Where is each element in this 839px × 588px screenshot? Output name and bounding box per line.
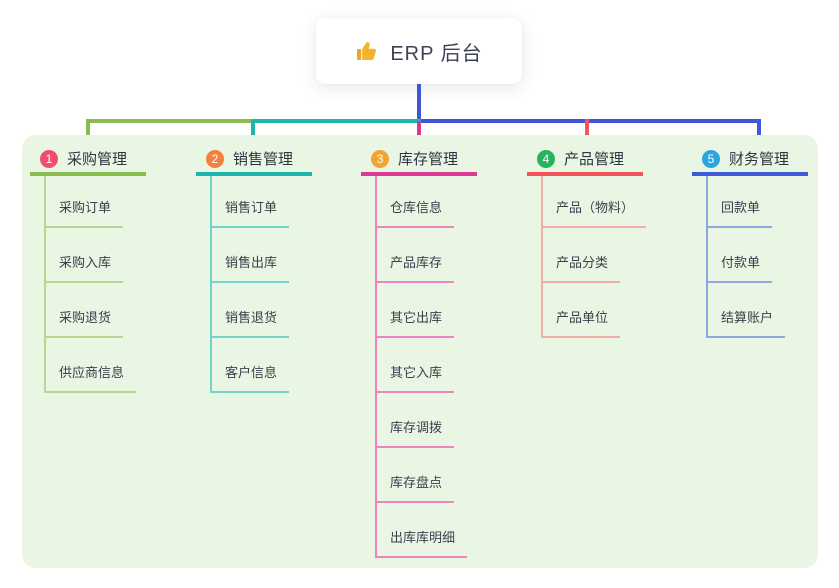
child-node[interactable]: 库存调拨 (377, 393, 467, 448)
branch-product: 4 产品管理 产品（物料） 产品分类 产品单位 (527, 145, 679, 338)
child-node[interactable]: 采购订单 (46, 176, 136, 228)
connector-horizontal-green (86, 119, 251, 123)
child-node[interactable]: 销售退货 (212, 283, 290, 338)
child-node[interactable]: 产品库存 (377, 228, 467, 283)
child-node[interactable]: 其它入库 (377, 338, 467, 393)
child-node[interactable]: 供应商信息 (46, 338, 137, 393)
branch-finance: 5 财务管理 回款单 付款单 结算账户 (692, 145, 839, 338)
child-node-label: 仓库信息 (377, 197, 455, 228)
branch-sales-children: 销售订单 销售出库 销售退货 客户信息 (210, 176, 290, 393)
child-node[interactable]: 结算账户 (708, 283, 786, 338)
child-node[interactable]: 其它出库 (377, 283, 467, 338)
branch-title-label: 产品管理 (564, 151, 625, 168)
child-node-label: 采购订单 (46, 197, 124, 228)
branch-number-badge: 2 (206, 149, 224, 168)
thumbs-up-icon (355, 39, 379, 63)
child-node[interactable]: 库存盘点 (377, 448, 467, 503)
root-node-label: ERP 后台 (390, 42, 483, 65)
branch-purchase: 1 采购管理 采购订单 采购入库 采购退货 供应商信息 (30, 145, 182, 393)
child-node-label: 客户信息 (212, 362, 290, 393)
child-node[interactable]: 出库库明细 (377, 503, 468, 558)
connector-riser-sales (251, 119, 255, 148)
connector-root-drop (417, 84, 421, 121)
child-node-label: 出库库明细 (377, 527, 468, 558)
connector-riser-product (585, 119, 589, 148)
branch-number-badge: 5 (702, 149, 720, 168)
child-node-label: 销售出库 (212, 252, 290, 283)
branch-title-label: 采购管理 (67, 151, 128, 168)
child-node-label: 结算账户 (708, 307, 786, 338)
child-node[interactable]: 采购入库 (46, 228, 136, 283)
child-node-label: 销售退货 (212, 307, 290, 338)
child-node-label: 回款单 (708, 197, 773, 228)
child-node[interactable]: 付款单 (708, 228, 785, 283)
child-node-label: 产品分类 (543, 252, 621, 283)
child-node-label: 其它入库 (377, 362, 455, 393)
child-node[interactable]: 回款单 (708, 176, 785, 228)
child-node-label: 产品（物料） (543, 197, 647, 228)
child-node-label: 库存盘点 (377, 472, 455, 503)
child-node[interactable]: 仓库信息 (377, 176, 467, 228)
branch-purchase-title[interactable]: 1 采购管理 (30, 145, 146, 176)
child-node-label: 产品库存 (377, 252, 455, 283)
child-node[interactable]: 销售订单 (212, 176, 290, 228)
branch-sales-title[interactable]: 2 销售管理 (196, 145, 312, 176)
child-node-label: 销售订单 (212, 197, 290, 228)
child-node-label: 采购入库 (46, 252, 124, 283)
child-node-label: 其它出库 (377, 307, 455, 338)
child-node[interactable]: 产品单位 (543, 283, 646, 338)
connector-riser-purchase (86, 119, 90, 148)
child-node-label: 采购退货 (46, 307, 124, 338)
branch-inventory-children: 仓库信息 产品库存 其它出库 其它入库 库存调拨 库存盘点 出库库明细 (375, 176, 468, 558)
child-node[interactable]: 采购退货 (46, 283, 136, 338)
branch-title-label: 财务管理 (729, 151, 790, 168)
branch-number-badge: 4 (537, 149, 555, 168)
branch-inventory: 3 库存管理 仓库信息 产品库存 其它出库 其它入库 库存调拨 库存盘点 出库库… (361, 145, 513, 558)
connector-riser-finance (757, 119, 761, 148)
child-node-label: 产品单位 (543, 307, 621, 338)
branch-product-title[interactable]: 4 产品管理 (527, 145, 643, 176)
connector-horizontal-teal (251, 119, 421, 123)
branch-sales: 2 销售管理 销售订单 销售出库 销售退货 客户信息 (196, 145, 348, 393)
branch-finance-title[interactable]: 5 财务管理 (692, 145, 808, 176)
connector-horizontal-blue (421, 119, 761, 123)
branch-title-label: 库存管理 (398, 151, 459, 168)
child-node[interactable]: 销售出库 (212, 228, 290, 283)
child-node-label: 付款单 (708, 252, 773, 283)
branches-panel (22, 135, 818, 568)
branch-purchase-children: 采购订单 采购入库 采购退货 供应商信息 (44, 176, 137, 393)
child-node[interactable]: 客户信息 (212, 338, 290, 393)
child-node-label: 库存调拨 (377, 417, 455, 448)
child-node[interactable]: 产品分类 (543, 228, 646, 283)
child-node-label: 供应商信息 (46, 362, 137, 393)
branch-title-label: 销售管理 (233, 151, 294, 168)
child-node[interactable]: 产品（物料） (543, 176, 647, 228)
root-node[interactable]: ERP 后台 (316, 18, 522, 84)
branch-product-children: 产品（物料） 产品分类 产品单位 (541, 176, 647, 338)
branch-number-badge: 1 (40, 149, 58, 168)
branch-inventory-title[interactable]: 3 库存管理 (361, 145, 477, 176)
branch-number-badge: 3 (371, 149, 389, 168)
branch-finance-children: 回款单 付款单 结算账户 (706, 176, 786, 338)
